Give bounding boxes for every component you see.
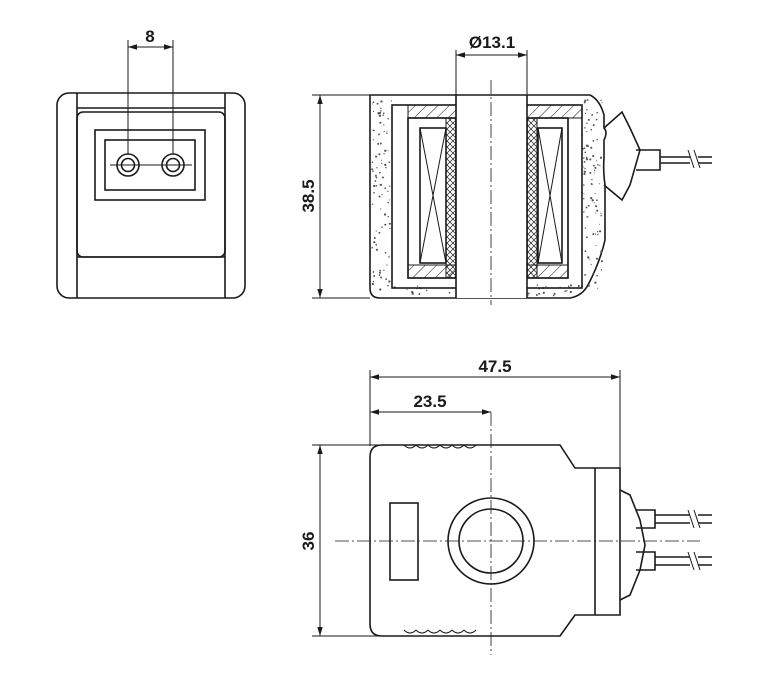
height-label: 38.5	[299, 179, 318, 212]
section-wire	[660, 156, 690, 164]
dimension-pin-spacing: 8	[127, 27, 174, 154]
plug-socket-outer	[94, 129, 206, 201]
bore-walls	[455, 95, 528, 298]
plug-socket-inner	[104, 139, 196, 191]
label-window	[389, 502, 419, 581]
section-view: Ø13.1 38.5	[299, 33, 712, 305]
top-outer-housing	[369, 444, 621, 637]
potting-compound-texture	[371, 99, 603, 297]
center-offset-label: 23.5	[413, 392, 446, 411]
winding-right	[537, 127, 563, 264]
top-cable-gland	[619, 489, 646, 601]
front-outer-housing	[56, 92, 246, 299]
depth-label: 36	[299, 532, 318, 551]
overall-width-label: 47.5	[478, 357, 511, 376]
top-view: 47.5 23.5 36	[299, 357, 712, 655]
bore-diameter-label: Ø13.1	[469, 33, 515, 52]
front-view: 8	[56, 27, 246, 299]
top-wires	[655, 514, 690, 566]
dimension-overall-width: 47.5	[369, 357, 621, 468]
section-cable-gland	[603, 110, 641, 202]
dimension-bore-diameter: Ø13.1	[455, 33, 528, 96]
front-side-edges	[76, 93, 226, 298]
grip-ribs	[403, 444, 477, 634]
dimension-section-height: 38.5	[299, 94, 370, 299]
pin-spacing-label: 8	[145, 27, 154, 46]
dimension-depth: 36	[299, 444, 382, 637]
dimension-center-offset: 23.5	[370, 392, 491, 415]
front-connector-plate	[76, 111, 226, 258]
